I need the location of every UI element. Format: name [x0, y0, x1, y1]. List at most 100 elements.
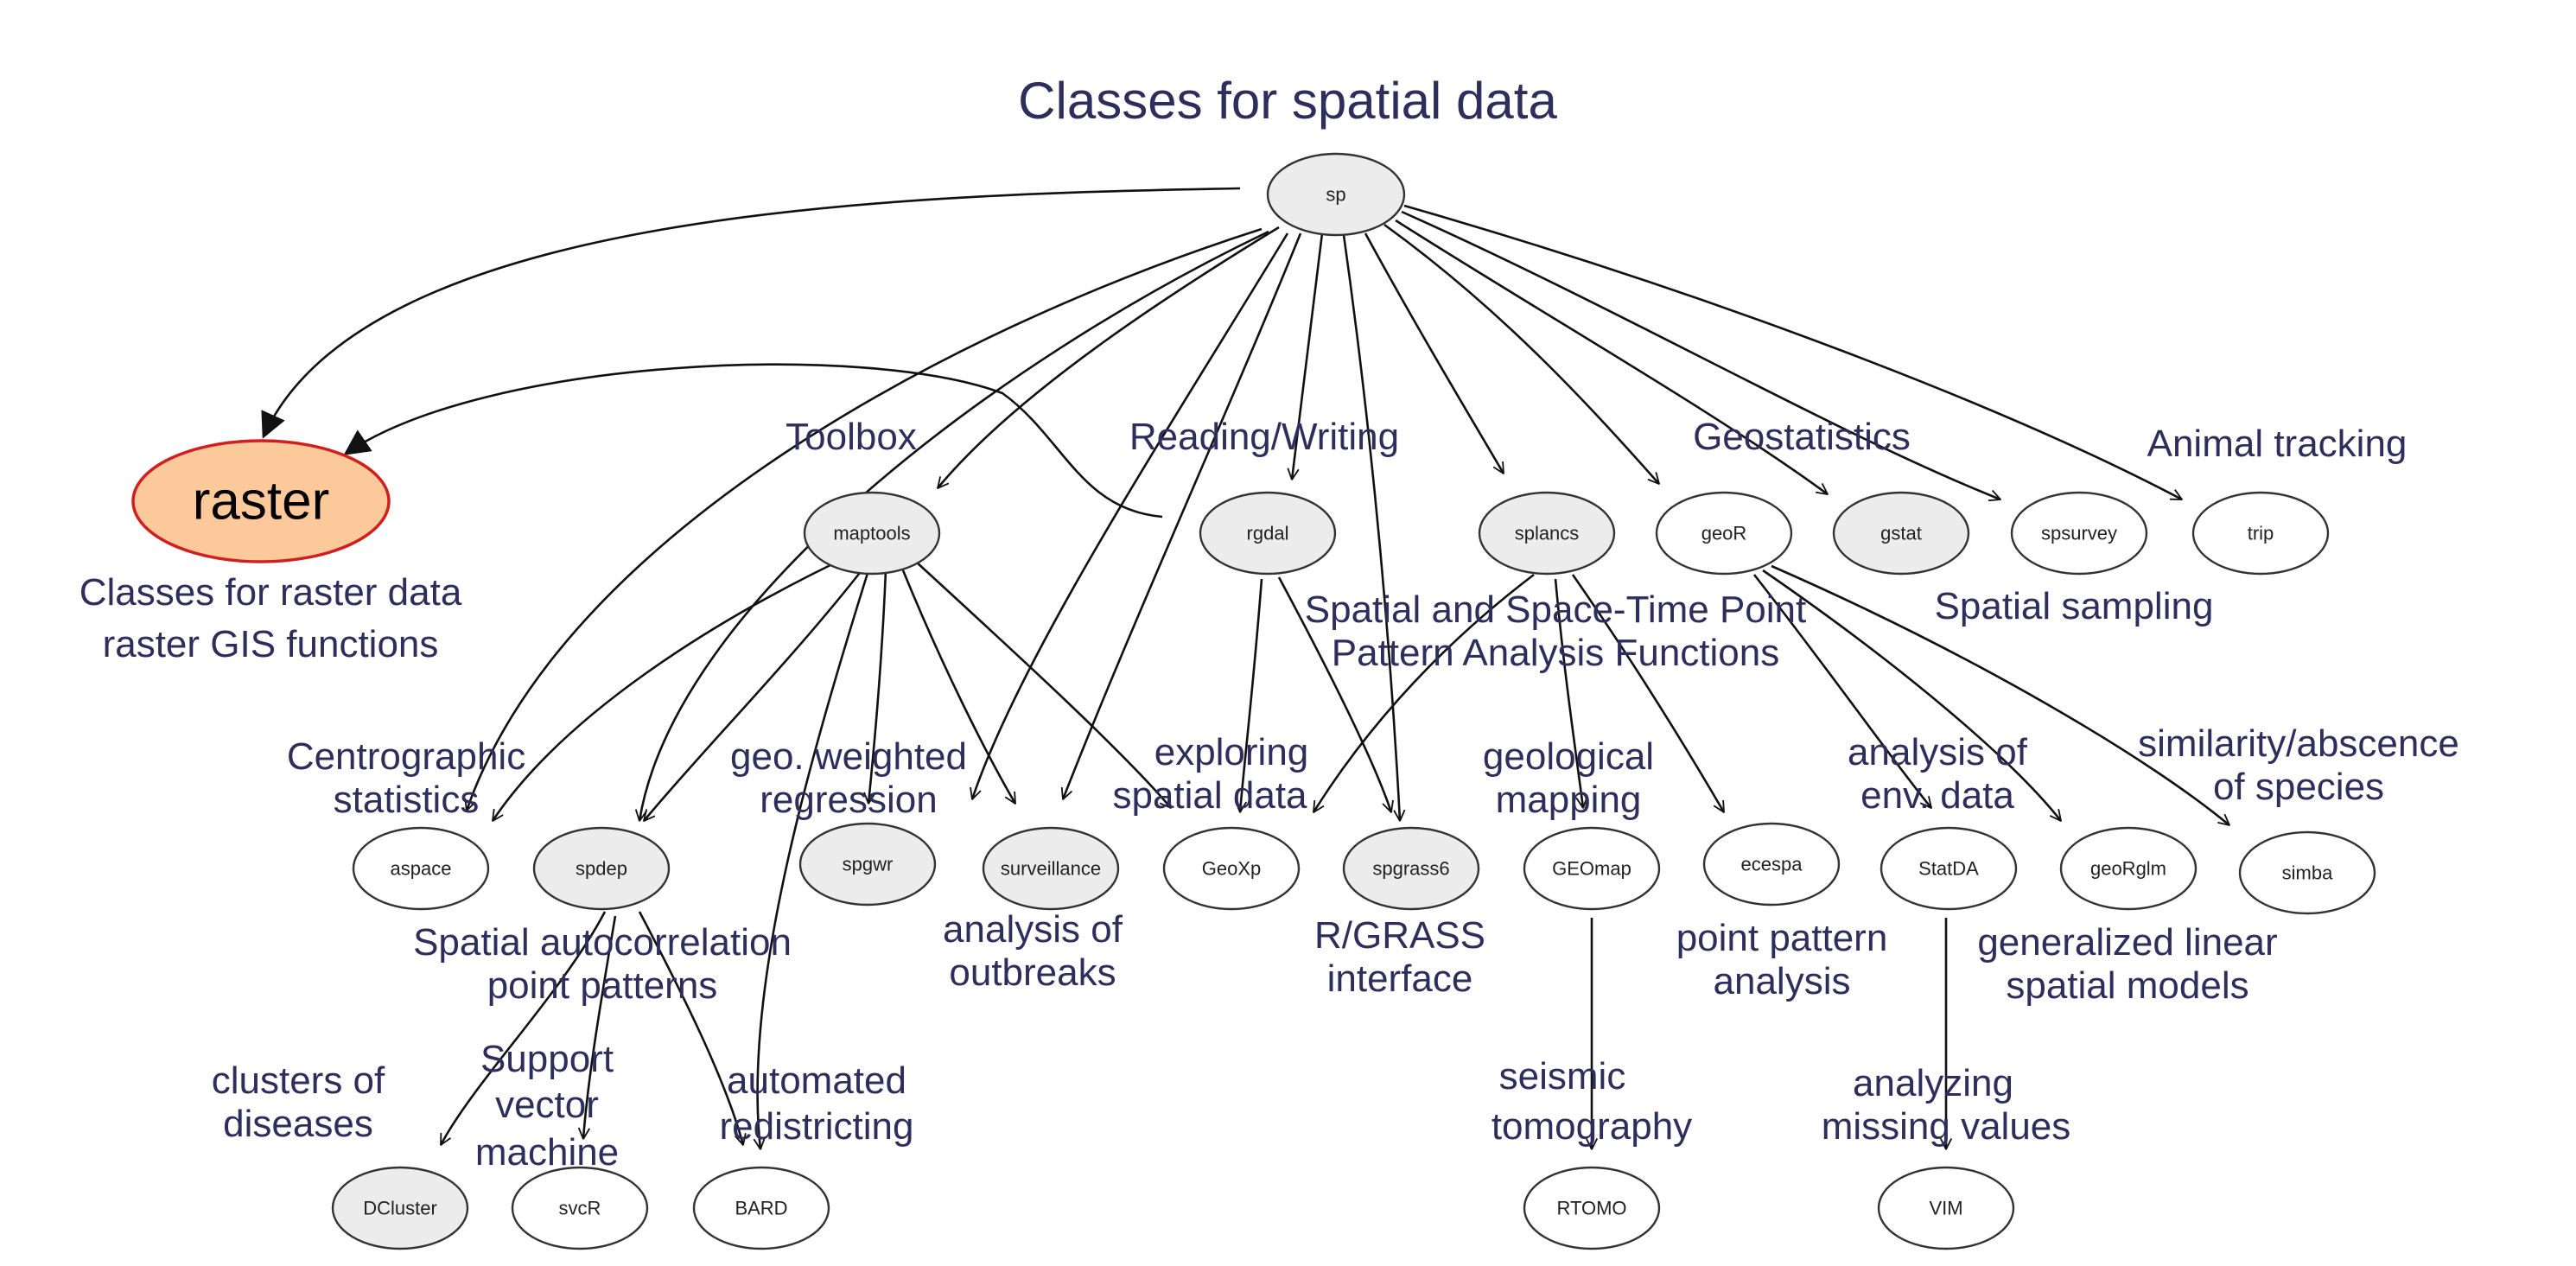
node-label-spgwr: spgwr — [843, 854, 894, 875]
annotation-env-analysis-2: env. data — [1860, 774, 2014, 817]
node-RTOMO[interactable]: RTOMO — [1523, 1166, 1661, 1250]
node-aspace[interactable]: aspace — [352, 826, 490, 911]
edge-maptools-spgwr — [868, 569, 887, 804]
edge-sp-gstat — [1395, 219, 1828, 494]
annotation-exploring-2: spatial data — [1112, 774, 1307, 817]
node-label-aspace: aspace — [391, 858, 452, 880]
node-VIM[interactable]: VIM — [1877, 1166, 2015, 1250]
annotation-redistricting-2: redistricting — [720, 1105, 914, 1148]
edge-maptools-GeoXp — [915, 561, 1171, 808]
node-ecespa[interactable]: ecespa — [1702, 822, 1841, 907]
node-label-raster: raster — [193, 472, 329, 531]
node-label-maptools: maptools — [833, 523, 910, 544]
node-trip[interactable]: trip — [2191, 491, 2330, 576]
edge-rgdal-GeoXp — [1240, 578, 1263, 812]
edge-spdep-svcR — [583, 915, 617, 1139]
edge-sp-trip — [1403, 204, 2182, 501]
node-spgwr[interactable]: spgwr — [798, 822, 937, 907]
edge-geoR-geoRglm — [1762, 569, 2061, 821]
edge-sp-spsurvey — [1401, 210, 2000, 499]
node-svcR[interactable]: svcR — [511, 1166, 649, 1250]
node-gstat[interactable]: gstat — [1832, 491, 1970, 576]
node-label-VIM: VIM — [1929, 1198, 1962, 1219]
annotation-gwr-2: regression — [760, 779, 937, 821]
edge-sp-spgrass6 — [1342, 234, 1400, 821]
node-StatDA[interactable]: StatDA — [1880, 826, 2018, 911]
node-rgdal[interactable]: rgdal — [1199, 491, 1337, 576]
annotation-missing-1: analyzing — [1853, 1062, 2013, 1104]
node-label-ecespa: ecespa — [1741, 854, 1803, 875]
node-label-sp: sp — [1326, 184, 1345, 206]
diagram-title: Classes for spatial data — [1018, 72, 1557, 130]
node-label-BARD: BARD — [735, 1198, 787, 1219]
edge-sp-geoR — [1383, 223, 1659, 484]
annotation-exploring-1: exploring — [1154, 731, 1309, 773]
annotation-svm-3: machine — [475, 1131, 619, 1174]
edge-sp-aspace — [467, 227, 1263, 811]
edge-spdep-DCluster — [439, 911, 607, 1145]
annotation-gwr-1: geo. weighted — [730, 735, 967, 778]
edge-splancs-GeoXp — [1312, 573, 1535, 812]
annotation-spatial-sampling: Spatial sampling — [1935, 585, 2214, 627]
node-geoRglm[interactable]: geoRglm — [2059, 826, 2198, 911]
annotation-glm-2: spatial models — [2006, 964, 2248, 1007]
edge-maptools-surveillance — [901, 569, 1017, 804]
node-label-svcR: svcR — [559, 1198, 601, 1219]
annotation-svm-2: vector — [495, 1084, 599, 1126]
edge-spdep-BARD — [638, 911, 743, 1145]
node-spgrass6[interactable]: spgrass6 — [1342, 826, 1480, 911]
annotation-grass-2: interface — [1327, 957, 1473, 1000]
annotation-geological-1: geological — [1483, 735, 1654, 778]
node-spsurvey[interactable]: spsurvey — [2010, 491, 2148, 576]
annotation-raster-desc-2: raster GIS functions — [103, 623, 439, 665]
edge-rgdal-raster — [343, 363, 1163, 518]
node-GeoXp[interactable]: GeoXp — [1162, 826, 1301, 911]
node-label-surveillance: surveillance — [1001, 858, 1101, 880]
node-label-gstat: gstat — [1880, 523, 1922, 544]
node-surveillance[interactable]: surveillance — [982, 826, 1120, 911]
annotation-grass-1: R/GRASS — [1314, 914, 1485, 957]
node-GEOmap[interactable]: GEOmap — [1523, 826, 1661, 911]
node-spdep[interactable]: spdep — [532, 826, 671, 911]
annotation-svm-1: Support — [480, 1038, 614, 1080]
edge-geoR-StatDA — [1752, 574, 1931, 808]
node-label-spgrass6: spgrass6 — [1372, 858, 1449, 880]
node-label-simba: simba — [2282, 862, 2333, 884]
annotation-geological-2: mapping — [1496, 779, 1642, 821]
edge-sp-maptools — [938, 226, 1280, 488]
annotation-outbreaks-2: outbreaks — [949, 951, 1116, 994]
node-label-trip: trip — [2248, 523, 2274, 544]
node-label-GEOmap: GEOmap — [1552, 858, 1631, 880]
edge-sp-splancs — [1364, 232, 1505, 474]
annotation-spatial-autocorr-1: Spatial autocorrelation — [413, 921, 792, 964]
edge-splancs-GEOmap — [1554, 578, 1583, 808]
node-sp[interactable]: sp — [1266, 152, 1406, 237]
nodes: sp raster maptools rgdal splancs geoR gs… — [131, 152, 2376, 1250]
annotation-clusters-1: clusters of — [212, 1059, 385, 1102]
node-label-rgdal: rgdal — [1247, 523, 1289, 544]
node-label-RTOMO: RTOMO — [1556, 1198, 1626, 1219]
annotation-centrographic-1: Centrographic — [287, 735, 525, 778]
node-splancs[interactable]: splancs — [1478, 491, 1616, 576]
annotation-geostatistics: Geostatistics — [1693, 416, 1911, 458]
node-label-DCluster: DCluster — [363, 1198, 437, 1219]
node-BARD[interactable]: BARD — [692, 1166, 830, 1250]
edge-splancs-ecespa — [1571, 574, 1726, 812]
node-label-StatDA: StatDA — [1918, 858, 1979, 880]
node-simba[interactable]: simba — [2238, 830, 2376, 915]
node-geoR[interactable]: geoR — [1655, 491, 1793, 576]
node-DCluster[interactable]: DCluster — [331, 1166, 469, 1250]
annotation-splancs-desc-1: Spatial and Space-Time Point — [1305, 588, 1806, 631]
edge-rgdal-spgrass6 — [1277, 576, 1391, 812]
node-label-geoR: geoR — [1701, 523, 1747, 544]
node-raster[interactable]: raster — [131, 439, 391, 563]
edge-sp-raster — [261, 187, 1241, 439]
annotation-missing-2: missing values — [1822, 1105, 2071, 1148]
annotation-similarity-1: similarity/abscence — [2138, 722, 2459, 765]
annotation-raster-desc-1: Classes for raster data — [80, 571, 462, 614]
node-label-splancs: splancs — [1515, 523, 1580, 544]
node-maptools[interactable]: maptools — [803, 491, 941, 576]
annotation-splancs-desc-2: Pattern Analysis Functions — [1332, 632, 1779, 674]
annotation-centrographic-2: statistics — [334, 779, 480, 821]
